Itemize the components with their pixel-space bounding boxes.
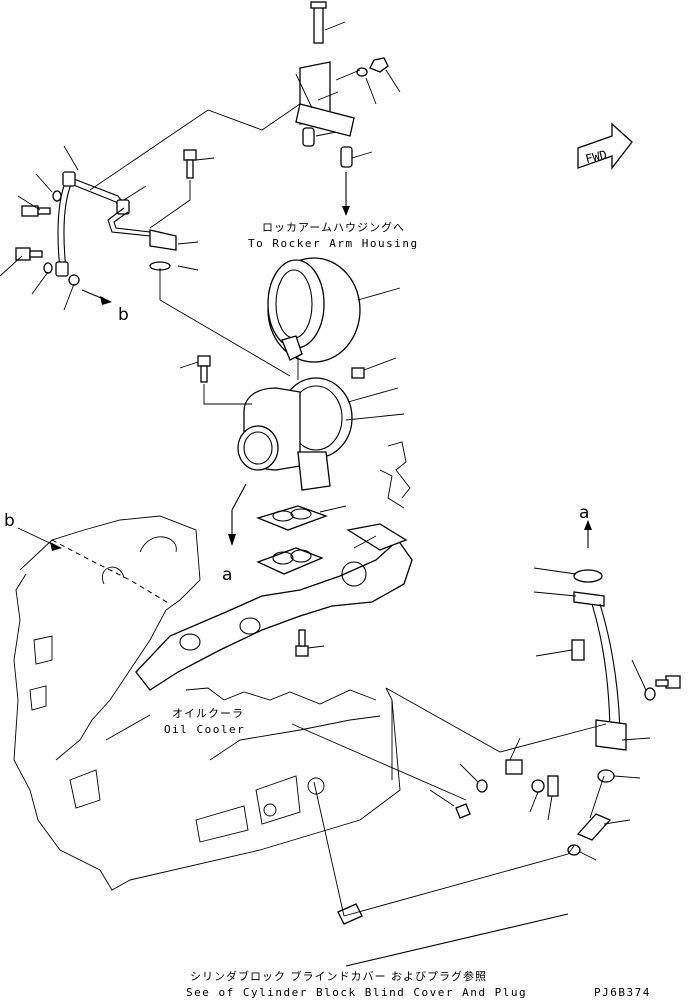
oil-supply-pipe (0, 145, 291, 377)
drawing-code: PJ6B374 (594, 986, 651, 999)
rocker-note-jp: ロッカアームハウジングへ (262, 220, 405, 234)
ref-a-turbo: a (222, 565, 232, 585)
ref-b-engine: b (4, 511, 15, 531)
engine-block (13, 515, 401, 891)
heat-shield (267, 257, 401, 380)
oilcooler-note-jp: オイルクーラ (172, 707, 244, 720)
oil-return-pipe (291, 520, 681, 967)
fwd-label: FWD (584, 148, 608, 167)
ref-a-pipe: a (579, 503, 589, 523)
turbocharger (179, 355, 405, 546)
blindcover-note-jp: シリンダブロック ブラインドカバー およびプラグ参照 (190, 969, 487, 983)
rocker-note-en: To Rocker Arm Housing (248, 237, 419, 250)
fwd-arrow-icon: FWD (577, 122, 633, 170)
oilcooler-note-en: Oil Cooler (164, 723, 245, 736)
exhaust-manifold (135, 441, 413, 691)
top-bracket-assembly (295, 1, 401, 216)
blindcover-note-en: See of Cylinder Block Blind Cover And Pl… (186, 986, 527, 999)
ref-b-pipe: b (118, 305, 129, 325)
